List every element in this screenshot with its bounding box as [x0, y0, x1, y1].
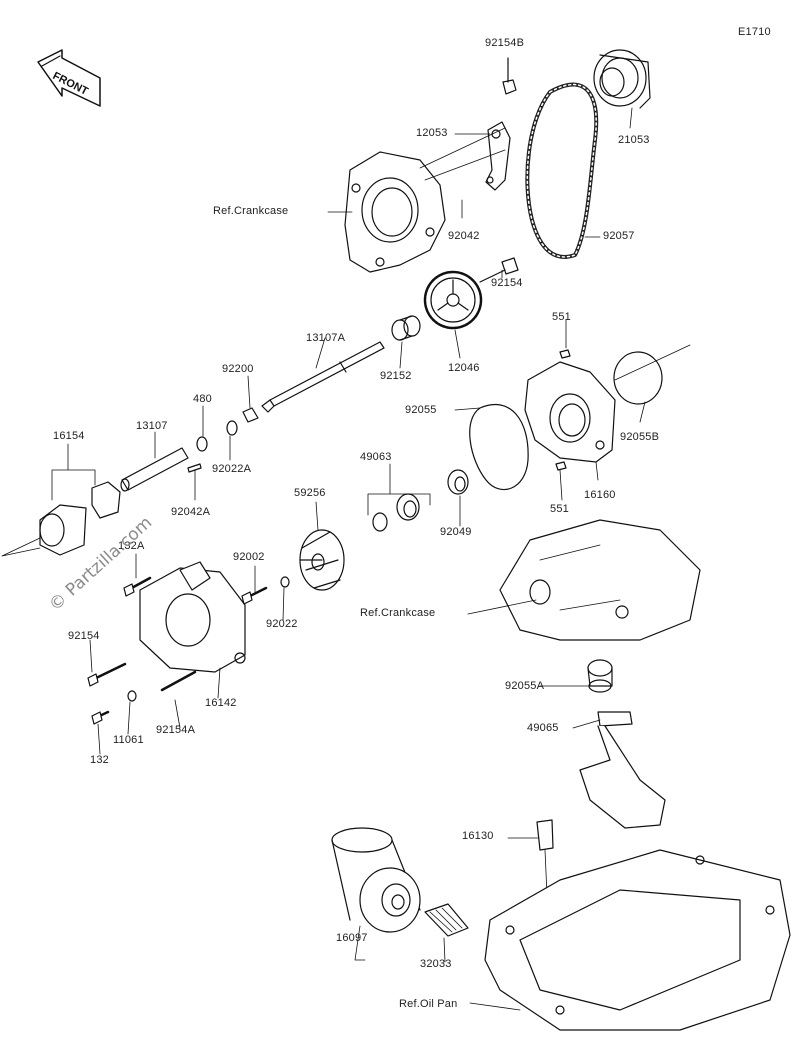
part-label-16160: 16160: [584, 489, 616, 501]
part-label-49063: 49063: [360, 451, 392, 463]
seal-92049: [447, 469, 469, 495]
bolt-132A: [123, 576, 152, 597]
part-label-16130: 16130: [462, 830, 494, 842]
part-label-59256: 59256: [294, 487, 326, 499]
part-label-16097: 16097: [336, 932, 368, 944]
bolt-92002: [241, 586, 268, 605]
part-label-16142: 16142: [205, 697, 237, 709]
part-label-32033: 32033: [420, 958, 452, 970]
washer-92022: [280, 576, 290, 588]
impeller-59256: [299, 529, 345, 591]
bolt-132: [91, 710, 110, 725]
part-label-92002: 92002: [233, 551, 265, 563]
part-label-92022A: 92022A: [212, 463, 252, 475]
part-label-92055A: 92055A: [505, 680, 545, 692]
bolt-92154B: [502, 57, 517, 95]
part-label-92154-left: 92154: [68, 630, 100, 642]
part-label-480: 480: [193, 393, 212, 405]
bolt-16130: [536, 819, 554, 896]
pin-92042A: [187, 463, 202, 473]
part-label-92022: 92022: [266, 618, 298, 630]
part-label-132A: 132A: [118, 540, 145, 552]
crankcase-upper: [344, 127, 506, 273]
part-label-21053: 21053: [618, 134, 650, 146]
part-label-132: 132: [90, 754, 109, 766]
part-label-92154B: 92154B: [485, 37, 525, 49]
part-label-12053: 12053: [416, 127, 448, 139]
oil-filter-16097: [331, 827, 421, 933]
pin-551-bottom: [555, 461, 567, 471]
part-label-16154: 16154: [53, 430, 85, 442]
part-label-92057: 92057: [603, 230, 635, 242]
shaft-13107A: [261, 341, 385, 413]
pump-housing-16160: [524, 344, 691, 463]
ref-oil-pan: Ref.Oil Pan: [399, 998, 458, 1010]
bolt-92154A: [160, 670, 197, 692]
part-label-92154A: 92154A: [156, 724, 196, 736]
seal-49063: [372, 493, 420, 532]
front-arrow-icon: FRONT: [37, 49, 101, 107]
part-label-13107: 13107: [136, 420, 168, 432]
part-label-92154: 92154: [491, 277, 523, 289]
sprocket-21053: [593, 49, 651, 109]
ref-crankcase-lower: Ref.Crankcase: [360, 607, 436, 619]
pin-551-top: [559, 349, 571, 359]
coupling-16154: [1, 481, 121, 557]
ref-crankcase-upper: Ref.Crankcase: [213, 205, 289, 217]
part-label-92042A: 92042A: [171, 506, 211, 518]
pump-cover-16142: [139, 561, 246, 673]
chain-92057: [525, 82, 599, 259]
part-label-551-top: 551: [552, 311, 571, 323]
sprocket-12046: [423, 270, 483, 330]
part-label-551-bottom: 551: [550, 503, 569, 515]
part-label-92152: 92152: [380, 370, 412, 382]
part-label-49065: 49065: [527, 722, 559, 734]
part-label-92049: 92049: [440, 526, 472, 538]
gasket-92055: [469, 403, 529, 491]
oil-pan: [484, 849, 791, 1031]
pin-92200: [242, 407, 259, 423]
part-label-92055: 92055: [405, 404, 437, 416]
bolt-92154: [479, 257, 519, 283]
part-label-92042: 92042: [448, 230, 480, 242]
ring-480: [196, 436, 208, 452]
part-label-92055B: 92055B: [620, 431, 660, 443]
part-label-11061: 11061: [113, 734, 144, 746]
washer-92022A: [226, 420, 238, 436]
part-label-12046: 12046: [448, 362, 480, 374]
washer-11061: [127, 690, 137, 702]
bolt-92154-left: [87, 662, 127, 687]
strainer-49065: [579, 711, 666, 829]
leader-lines: [51, 107, 646, 1011]
gasket-92055B: [613, 351, 663, 405]
shaft-13107: [120, 447, 189, 492]
collar-92152: [391, 315, 421, 341]
seal-92055A: [587, 659, 613, 693]
part-label-92200: 92200: [222, 363, 254, 375]
part-label-13107A: 13107A: [306, 332, 346, 344]
diagram-code: E1710: [738, 26, 771, 38]
crankcase-lower: [499, 519, 701, 641]
pipe-32033: [424, 903, 469, 937]
